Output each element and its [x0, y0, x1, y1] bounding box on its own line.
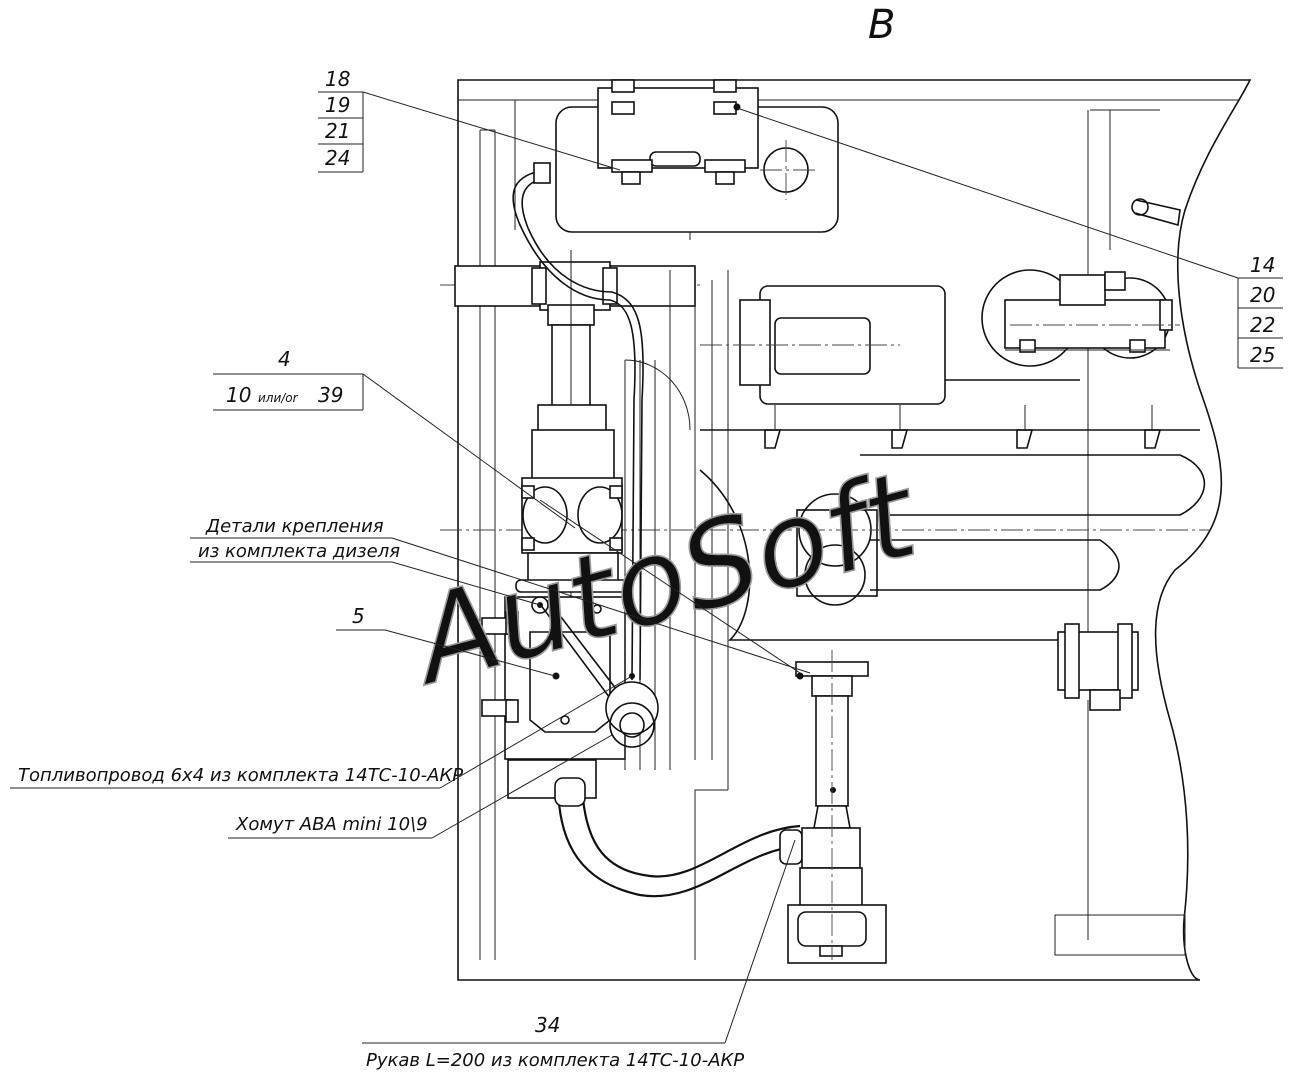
callout-34-number: 34 — [535, 1013, 560, 1037]
callout-5-number: 5 — [352, 604, 365, 628]
callout-24: 24 — [325, 146, 350, 170]
callout-4-number: 4 — [278, 347, 291, 371]
view-label: B — [868, 2, 895, 48]
engine-accessory-unit — [981, 198, 1181, 367]
note-mounting-parts: Детали крепления из комплекта дизеля — [190, 499, 811, 674]
callout-5: 5 — [336, 604, 556, 677]
callout-4-alt: 39 — [318, 383, 343, 407]
engine-block — [440, 285, 1210, 711]
callout-group-right: 14 20 22 25 — [736, 107, 1283, 369]
lower-filter — [787, 650, 887, 964]
tank-bracket — [597, 79, 759, 185]
callout-20: 20 — [1250, 283, 1275, 307]
note-clamp-text: Хомут ABA mini 10\9 — [235, 814, 428, 835]
note-hose-text: Рукав L=200 из комплекта 14ТС-10-АКР — [366, 1050, 744, 1071]
engine-lugs — [764, 405, 1162, 449]
callout-19: 19 — [325, 93, 350, 117]
callout-18: 18 — [325, 67, 350, 91]
callout-22: 22 — [1250, 313, 1275, 337]
frame-outline — [457, 79, 1252, 981]
note-fuel-line-text: Топливопровод 6х4 из комплекта 14ТС-10-А… — [18, 765, 463, 786]
callout-4: 4 10 или/or 39 — [213, 347, 576, 529]
filter-housing — [515, 404, 629, 593]
fuel-pump-body — [481, 596, 626, 799]
note-fuel-line: Топливопровод 6х4 из комплекта 14ТС-10-А… — [10, 675, 633, 789]
callout-21: 21 — [325, 119, 350, 143]
callout-14: 14 — [1250, 253, 1275, 277]
callout-4-or: или/or — [258, 391, 299, 405]
callout-34: 34 Рукав L=200 из комплекта 14ТС-10-АКР — [362, 839, 796, 1071]
callout-group-upper-left: 18 19 21 24 — [318, 67, 621, 173]
callout-25: 25 — [1250, 343, 1275, 367]
note-clamp: Хомут ABA mini 10\9 — [228, 734, 613, 839]
note-mounting-line2: из комплекта дизеля — [198, 541, 400, 562]
clamp-aba-mini — [605, 673, 659, 748]
note-mounting-line1: Детали крепления — [205, 516, 384, 537]
hose-rukav — [554, 777, 803, 898]
callout-4-main: 10 — [226, 383, 251, 407]
